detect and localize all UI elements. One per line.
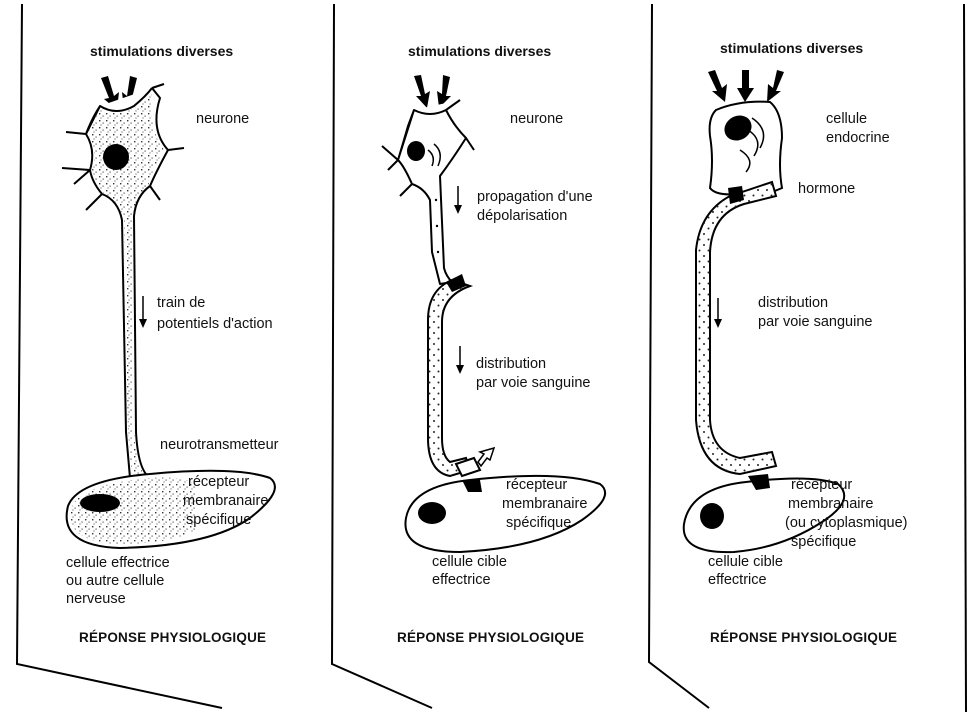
panel-3: stimulations diverses cellule endocrine … <box>684 40 908 645</box>
stimulus-arrows <box>708 70 784 102</box>
target-label-line-1: cellule cible <box>432 554 507 570</box>
target-label-line-1: cellule effectrice <box>66 555 170 571</box>
response-label: RÉPONSE PHYSIOLOGIQUE <box>79 630 266 645</box>
signal-label-line-1: train de <box>157 295 205 311</box>
receptor-label-line-3: (ou cytoplasmique) <box>785 515 908 531</box>
neurosecretory-cell <box>382 100 474 284</box>
panel-3-title: stimulations diverses <box>720 40 863 56</box>
panel-2-title: stimulations diverses <box>408 43 551 59</box>
panel-1: stimulations diverses neurone train de p… <box>62 43 279 645</box>
target-nucleus <box>700 503 724 529</box>
target-nucleus <box>418 502 446 524</box>
receptor-label-line-4: spécifique <box>791 534 856 550</box>
panel-1-title: stimulations diverses <box>90 43 233 59</box>
distribution-arrow <box>456 346 464 374</box>
receptor-label-line-1: récepteur <box>506 477 567 493</box>
cell-label: neurone <box>510 111 563 127</box>
signal-label-line-1: propagation d'une <box>477 189 593 205</box>
nucleus <box>407 141 425 161</box>
distribution-label-line-2: par voie sanguine <box>476 375 590 391</box>
distribution-arrow <box>714 298 722 328</box>
target-nucleus <box>80 494 120 512</box>
exit-arrow <box>478 448 494 466</box>
receptor-label-line-2: membranaire <box>502 496 587 512</box>
cell-label: neurone <box>196 111 249 127</box>
target-label-line-3: nerveuse <box>66 591 126 607</box>
receptor-label-line-1: récepteur <box>791 477 852 493</box>
signal-label-line-2: dépolarisation <box>477 208 567 224</box>
target-label-line-2: ou autre cellule <box>66 573 164 589</box>
nucleus <box>103 144 129 170</box>
receptor-label-line-3: spécifique <box>186 512 251 528</box>
cell-label-line-2: endocrine <box>826 130 890 146</box>
signal-arrow <box>139 296 147 328</box>
response-label: RÉPONSE PHYSIOLOGIQUE <box>397 630 584 645</box>
distribution-label-line-1: distribution <box>476 356 546 372</box>
receptor-label-line-2: membranaire <box>788 496 873 512</box>
stimulus-arrows <box>414 75 451 108</box>
receptor-label-line-3: spécifique <box>506 515 571 531</box>
target-label-line-2: effectrice <box>432 572 491 588</box>
hormone-label: hormone <box>798 181 855 197</box>
signal-arrow <box>454 186 462 214</box>
distribution-label-line-1: distribution <box>758 295 828 311</box>
panel-2: stimulations diverses <box>382 43 605 645</box>
neuron-cell <box>62 84 184 482</box>
blood-vessel <box>428 274 480 476</box>
signal-label-line-2: potentiels d'action <box>157 316 273 332</box>
transmitter-label: neurotransmetteur <box>160 437 279 453</box>
target-label-line-1: cellule cible <box>708 554 783 570</box>
receptor-label-line-2: membranaire <box>183 493 268 509</box>
receptor-label-line-1: récepteur <box>188 474 249 490</box>
response-label: RÉPONSE PHYSIOLOGIQUE <box>710 630 897 645</box>
distribution-label-line-2: par voie sanguine <box>758 314 872 330</box>
cell-label-line-1: cellule <box>826 111 867 127</box>
endocrine-cell <box>710 102 782 195</box>
target-label-line-2: effectrice <box>708 572 767 588</box>
